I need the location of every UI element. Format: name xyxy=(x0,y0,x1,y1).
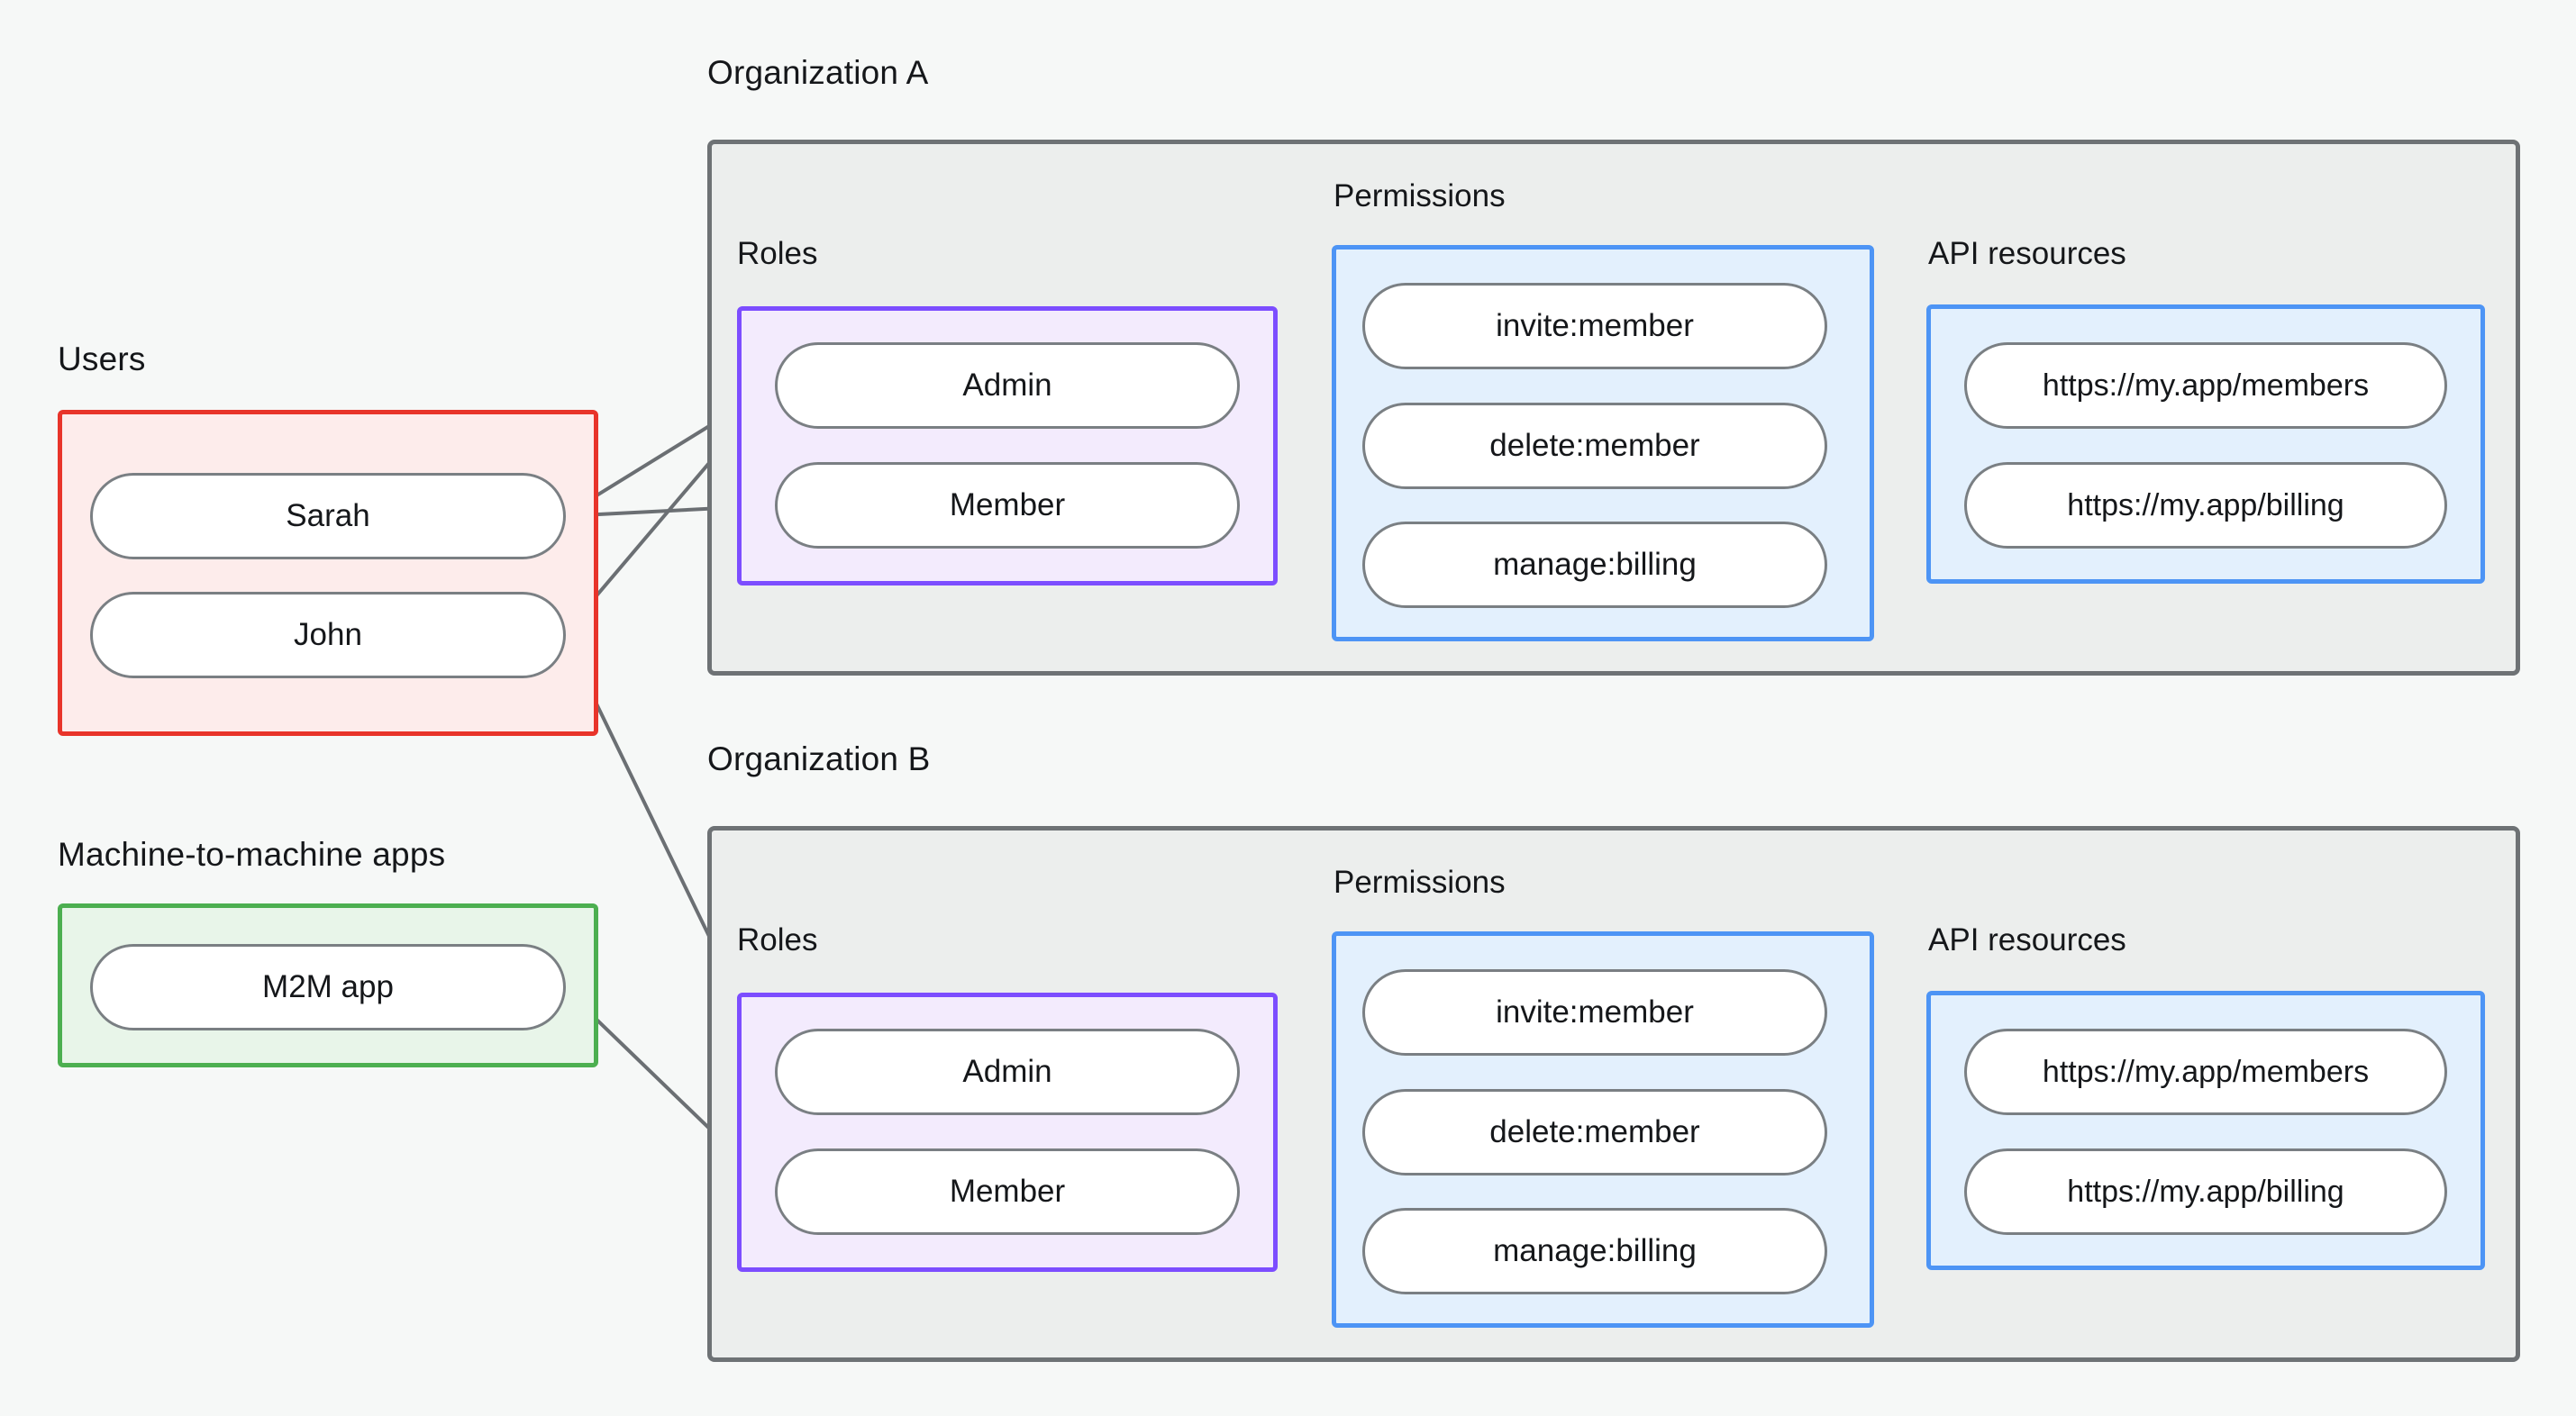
org-b-permission-invite[interactable]: invite:member xyxy=(1362,969,1827,1056)
user-pill-sarah[interactable]: Sarah xyxy=(90,473,566,559)
org-b-permission-delete[interactable]: delete:member xyxy=(1362,1089,1827,1175)
org-a-permission-billing[interactable]: manage:billing xyxy=(1362,522,1827,608)
org-b-resources-label: API resources xyxy=(1928,922,2126,958)
org-a-permission-invite[interactable]: invite:member xyxy=(1362,283,1827,369)
user-pill-john[interactable]: John xyxy=(90,592,566,678)
org-a-permissions-label: Permissions xyxy=(1334,178,1506,213)
org-a-resource-billing[interactable]: https://my.app/billing xyxy=(1964,462,2447,549)
org-a-role-member[interactable]: Member xyxy=(775,462,1240,549)
org-b-role-member[interactable]: Member xyxy=(775,1148,1240,1235)
m2m-pill-app[interactable]: M2M app xyxy=(90,944,566,1030)
org-b-permissions-label: Permissions xyxy=(1334,865,1506,900)
org-b-role-admin[interactable]: Admin xyxy=(775,1029,1240,1115)
users-group xyxy=(58,410,598,736)
org-b-roles-label: Roles xyxy=(737,922,818,958)
org-a-resources-label: API resources xyxy=(1928,236,2126,271)
org-a-roles-label: Roles xyxy=(737,236,818,271)
org-a-title: Organization A xyxy=(707,54,929,91)
org-b-title: Organization B xyxy=(707,740,931,777)
org-a-role-admin[interactable]: Admin xyxy=(775,342,1240,429)
org-b-resource-members[interactable]: https://my.app/members xyxy=(1964,1029,2447,1115)
org-b-permission-billing[interactable]: manage:billing xyxy=(1362,1208,1827,1294)
users-title: Users xyxy=(58,340,146,377)
org-a-resource-members[interactable]: https://my.app/members xyxy=(1964,342,2447,429)
m2m-title: Machine-to-machine apps xyxy=(58,836,446,873)
org-a-permission-delete[interactable]: delete:member xyxy=(1362,403,1827,489)
org-b-resource-billing[interactable]: https://my.app/billing xyxy=(1964,1148,2447,1235)
